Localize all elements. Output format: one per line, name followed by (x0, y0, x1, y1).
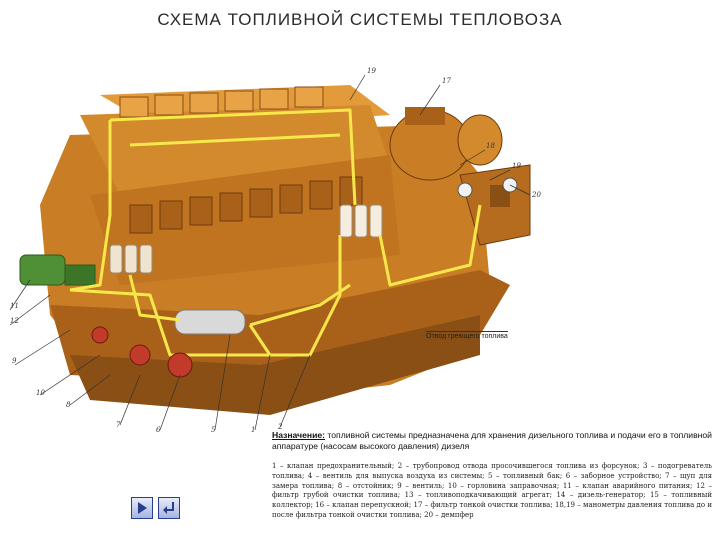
component-legend: 1 – клапан предохранительный; 2 – трубоп… (272, 462, 712, 519)
fuel-pump-unit (19, 254, 96, 286)
fuel-heater (174, 309, 246, 335)
coarse-fuel-filters (109, 244, 153, 274)
purpose-text: топливной системы предназначена для хран… (272, 430, 712, 451)
svg-text:10: 10 (36, 389, 45, 397)
svg-text:5: 5 (211, 426, 216, 434)
fuel-tank-fittings (91, 326, 193, 378)
block-doors (129, 176, 363, 234)
svg-text:11: 11 (10, 302, 19, 310)
return-button[interactable] (158, 497, 180, 519)
svg-text:6: 6 (156, 426, 161, 434)
fine-fuel-filters (339, 204, 383, 238)
svg-text:2: 2 (277, 423, 283, 431)
heated-fuel-callout: Отвод греющего топлива (426, 331, 508, 340)
prev-slide-button[interactable] (131, 497, 153, 519)
svg-text:9: 9 (12, 357, 17, 365)
svg-text:17: 17 (442, 77, 451, 85)
leader-lines (10, 74, 531, 431)
play-right-icon (138, 502, 147, 514)
return-arrow-icon (163, 502, 174, 514)
svg-text:19: 19 (512, 162, 521, 170)
svg-text:7: 7 (116, 421, 121, 429)
leader-labels: 19 17 18 19 20 11 12 9 10 8 7 6 5 1 2 (10, 67, 541, 434)
svg-text:12: 12 (10, 317, 19, 325)
svg-text:1: 1 (251, 426, 255, 434)
fuel-system-illustration: 19 17 18 19 20 11 12 9 10 8 7 6 5 1 2 (10, 67, 541, 434)
svg-text:19: 19 (367, 67, 376, 75)
turbocharger (389, 107, 503, 181)
purpose-lead: Назначение: (272, 430, 326, 440)
purpose-paragraph: Назначение: топливной системы предназнач… (272, 430, 712, 452)
cylinder-heads (119, 86, 324, 118)
page-title: СХЕМА ТОПЛИВНОЙ СИСТЕМЫ ТЕПЛОВОЗА (157, 10, 563, 29)
svg-text:8: 8 (66, 401, 71, 409)
svg-text:18: 18 (486, 142, 495, 150)
svg-text:20: 20 (531, 191, 541, 199)
